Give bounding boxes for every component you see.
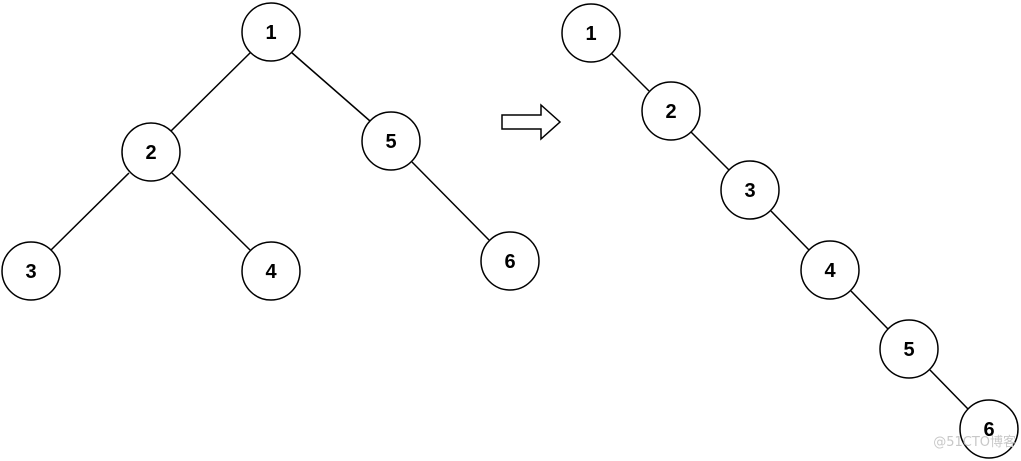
list-node-5: 5: [879, 319, 939, 379]
node-label: 6: [983, 419, 994, 441]
tree-node-1: 1: [241, 2, 301, 62]
node-label: 2: [665, 101, 676, 123]
node-label: 3: [744, 180, 755, 202]
edge-l1-l5: [290, 51, 371, 122]
edge-r2-r3: [690, 131, 730, 171]
edge-r5-r6: [929, 369, 969, 410]
list-node-3: 3: [720, 160, 780, 220]
list-node-4: 4: [800, 240, 860, 300]
watermark-text: @51CTO博客: [933, 434, 1016, 450]
tree-node-4: 4: [241, 241, 301, 301]
node-label: 4: [265, 261, 277, 283]
right-list-edges: [610, 52, 969, 410]
node-label: 3: [25, 261, 36, 283]
edge-l2-l3: [50, 172, 130, 251]
node-label: 2: [145, 142, 156, 164]
list-node-1: 1: [561, 3, 621, 63]
tree-node-5: 5: [361, 111, 421, 171]
tree-node-3: 3: [1, 241, 61, 301]
right-arrow-icon: [501, 103, 562, 141]
right-linked-list: 1 2 3 4 5 6: [561, 3, 1019, 459]
node-label: 5: [903, 339, 914, 361]
tree-node-6: 6: [480, 231, 540, 291]
tree-node-2: 2: [121, 122, 181, 182]
node-label: 4: [824, 260, 836, 282]
edge-r1-r2: [610, 52, 650, 92]
list-node-2: 2: [641, 81, 701, 141]
left-tree: 1 2 5 3 4 6: [1, 2, 540, 301]
node-label: 6: [504, 251, 515, 273]
edge-r3-r4: [770, 210, 810, 251]
node-label: 1: [585, 23, 596, 45]
edge-l1-l2: [170, 51, 252, 132]
edge-l2-l4: [171, 172, 251, 251]
edge-l5-l6: [411, 161, 490, 241]
left-tree-edges: [50, 51, 490, 251]
node-label: 5: [385, 131, 396, 153]
list-node-6: 6: [959, 399, 1019, 459]
node-label: 1: [265, 22, 276, 44]
edge-r4-r5: [850, 290, 889, 330]
